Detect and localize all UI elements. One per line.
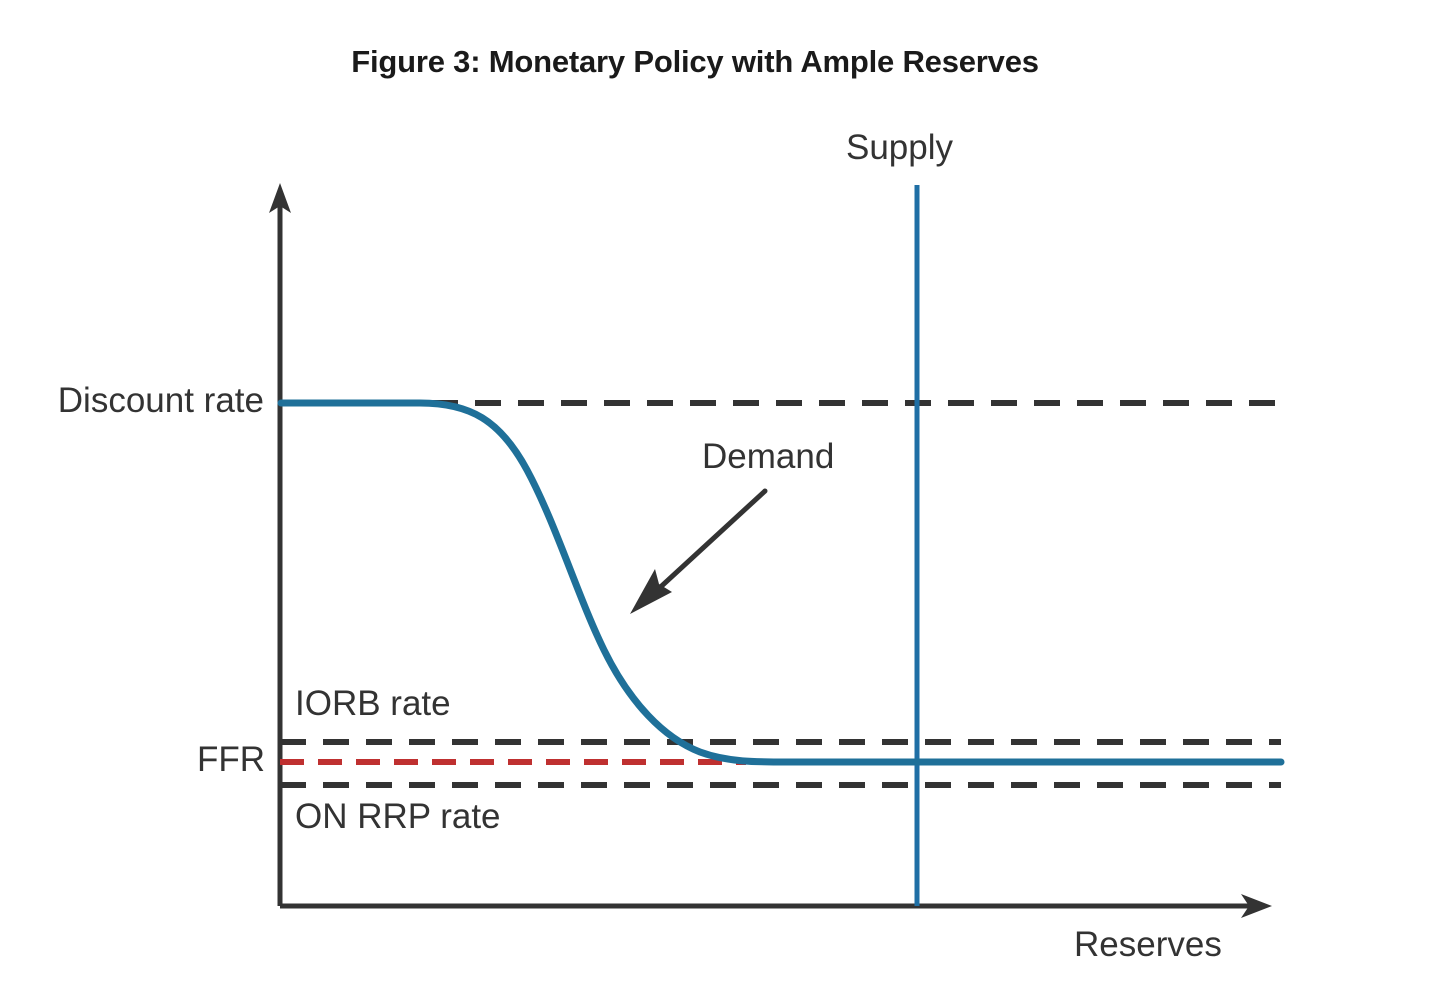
figure-title: Figure 3: Monetary Policy with Ample Res… <box>351 44 1039 79</box>
iorb-rate-label: IORB rate <box>295 684 451 723</box>
supply-label: Supply <box>846 128 954 167</box>
rate-lines-group <box>280 400 1281 788</box>
ffr-label: FFR <box>196 740 265 779</box>
x-axis-arrow-icon <box>1241 894 1272 918</box>
axes-group <box>269 183 1272 918</box>
demand-curve <box>277 399 1285 766</box>
y-axis-arrow-icon <box>269 183 291 213</box>
demand-label: Demand <box>702 437 835 476</box>
discount-rate-label: Discount rate <box>57 381 264 420</box>
demand-annotation-arrow-icon <box>630 488 768 614</box>
reserves-axis-label: Reserves <box>1074 925 1222 964</box>
on-rrp-rate-label: ON RRP rate <box>295 797 501 836</box>
